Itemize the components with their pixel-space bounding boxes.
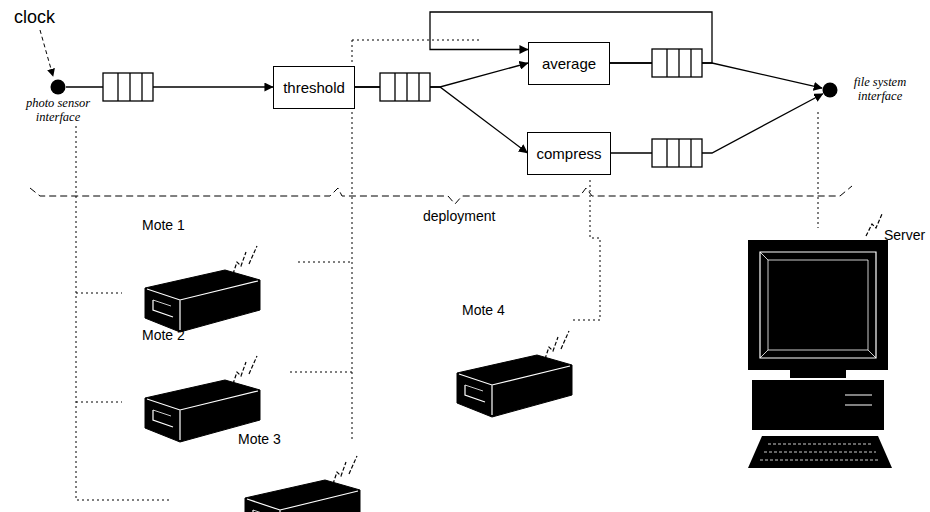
server-computer — [748, 214, 892, 468]
mote-device — [245, 456, 360, 512]
mote-label: Mote 3 — [238, 432, 281, 447]
deployment-label: deployment — [421, 209, 497, 224]
flow-arrow — [610, 63, 822, 88]
mote-label: Mote 2 — [142, 328, 185, 343]
queue — [652, 139, 702, 167]
process-box: compress — [527, 132, 610, 175]
interface-dot — [50, 79, 66, 95]
mote-device — [145, 356, 260, 442]
box-label: threshold — [283, 79, 345, 96]
interface-dot-shape — [51, 80, 66, 95]
box-label: compress — [536, 145, 601, 162]
mote-device — [145, 246, 260, 332]
interface-label: photo sensor interface — [18, 97, 98, 125]
sensor-interface: photo sensor interface — [18, 79, 98, 125]
interface-dot-shape — [823, 83, 838, 98]
process-box: average — [528, 42, 610, 85]
queue — [103, 73, 153, 101]
filesystem-interface: file system interface — [822, 76, 917, 104]
mote-device — [457, 331, 572, 417]
flow-arrow — [611, 94, 823, 153]
box-label: average — [542, 55, 596, 72]
clock-arrow — [40, 30, 53, 76]
flow-arrow — [66, 86, 273, 87]
mote-label: Mote 1 — [142, 218, 185, 233]
queue — [652, 49, 702, 77]
interface-dot — [822, 82, 838, 98]
deployment-line — [76, 40, 818, 500]
deployment-boundary — [30, 186, 852, 204]
interface-label: file system interface — [843, 76, 917, 104]
clock-label: clock — [14, 8, 55, 28]
server-label: Server — [884, 228, 925, 243]
process-box: threshold — [273, 66, 355, 109]
mote-label: Mote 4 — [462, 303, 505, 318]
queue — [380, 73, 430, 101]
